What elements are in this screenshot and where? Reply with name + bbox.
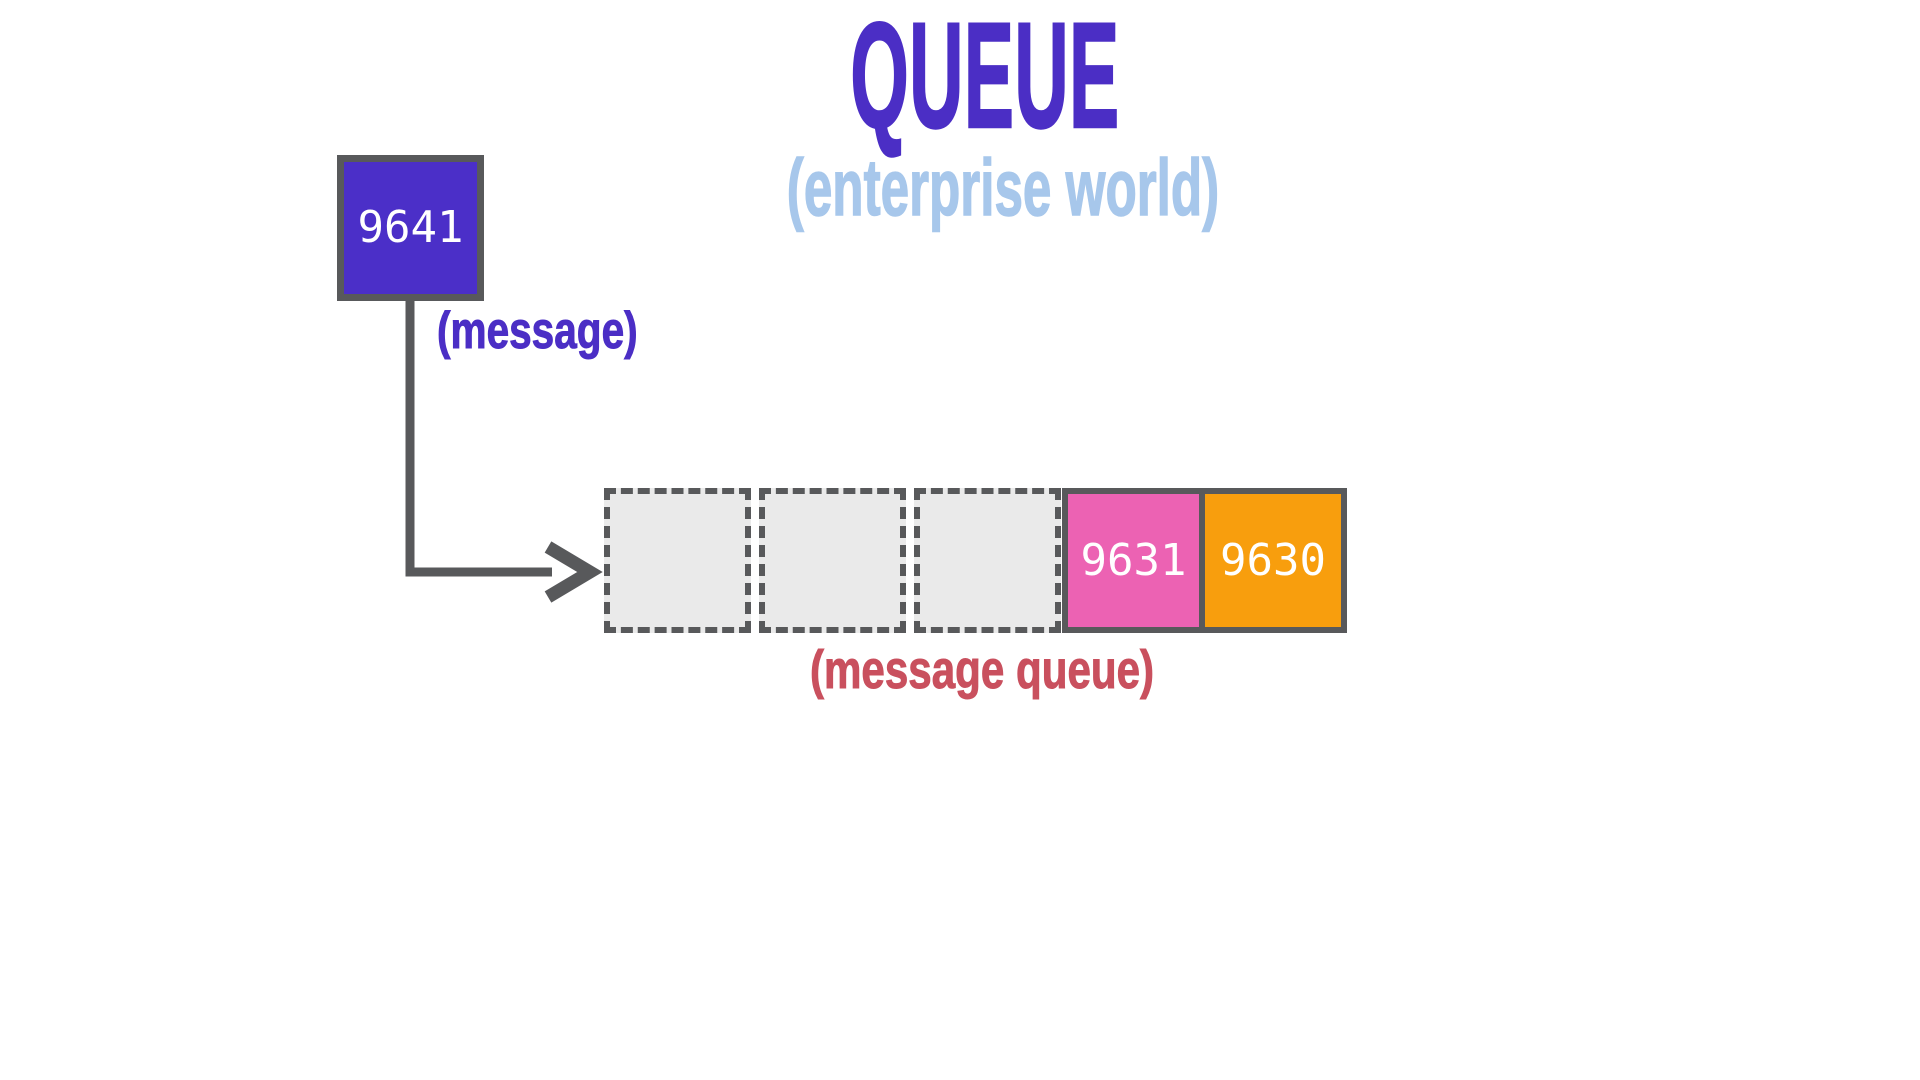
message-label-text: (message)	[437, 301, 638, 360]
producer-message-box: 9641	[337, 155, 484, 301]
queue-slot-empty	[759, 488, 906, 633]
message-label: (message)	[437, 300, 694, 362]
queue-label-text: (message queue)	[809, 640, 1155, 701]
page-subtitle-text: (enterprise world)	[786, 143, 1220, 232]
queue-slot-filled: 9631	[1062, 488, 1205, 633]
producer-message-value: 9641	[357, 202, 464, 253]
queue-slot-empty	[604, 488, 751, 633]
page-title-text: QUEUE	[850, 0, 1120, 159]
queue-slot-value: 9630	[1220, 534, 1326, 586]
queue-slot-empty	[914, 488, 1061, 633]
queue-label: (message queue)	[761, 638, 1202, 703]
page-subtitle: (enterprise world)	[665, 143, 1341, 232]
page-title: QUEUE	[716, 0, 1254, 159]
queue-slot-value: 9631	[1080, 534, 1187, 586]
queue-slot-filled: 9630	[1199, 488, 1347, 633]
